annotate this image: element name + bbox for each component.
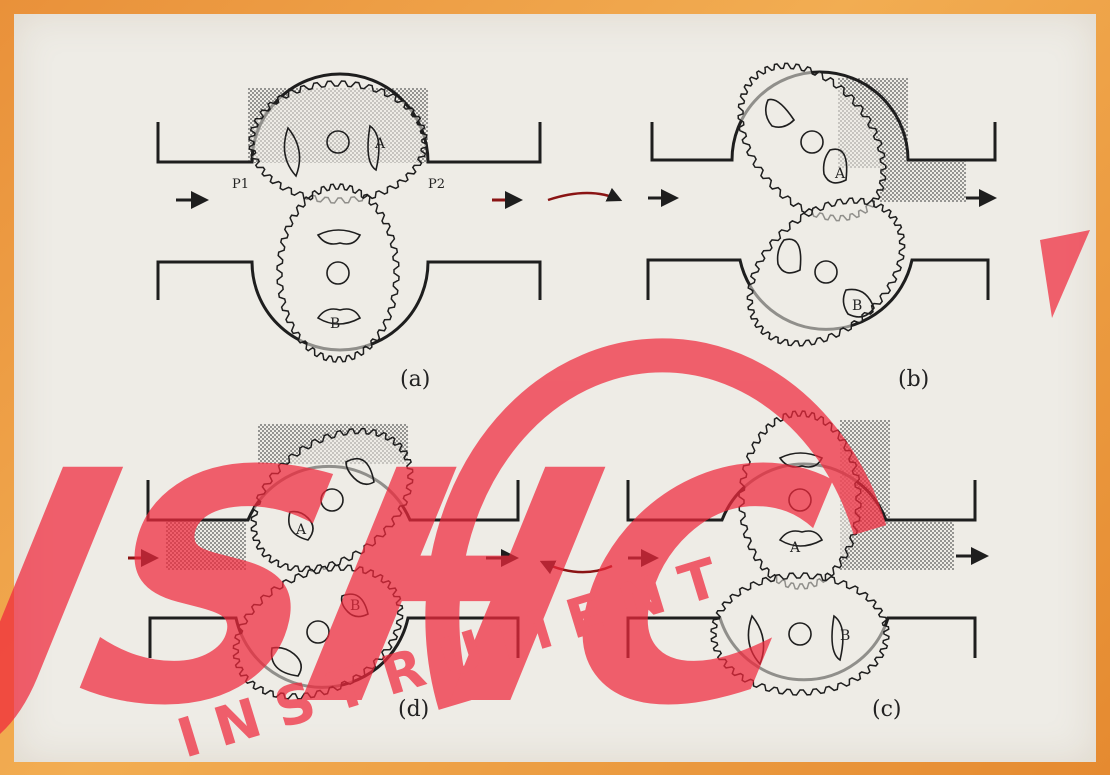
- port-label-outlet: P2: [428, 177, 445, 192]
- port-label-inlet: P1: [232, 177, 249, 192]
- gear-teeth-outline: [277, 184, 399, 362]
- watermark-swoosh-tip: [1040, 230, 1090, 318]
- gear-teeth-outline: [747, 198, 904, 346]
- panel-label-a: (a): [400, 367, 430, 392]
- watermark: JSHC INSTRUMENT: [0, 230, 1090, 775]
- gear-label-a: A: [374, 136, 386, 152]
- fluid-region: [880, 160, 966, 202]
- oval-gear-b: [747, 198, 904, 346]
- gear-label-b: B: [840, 628, 850, 644]
- panel-a: A B P1 P2 (a): [158, 74, 540, 392]
- fluid-region: [880, 522, 954, 570]
- gear-label-a: A: [834, 166, 846, 182]
- gear-label-b: B: [852, 298, 862, 314]
- oval-gear-b: [277, 184, 399, 362]
- gear-label-b: B: [330, 316, 340, 332]
- panel-label-b: (b): [898, 367, 929, 392]
- sequence-arrow-a-to-b: [548, 193, 620, 200]
- panel-label-c: (c): [872, 697, 902, 722]
